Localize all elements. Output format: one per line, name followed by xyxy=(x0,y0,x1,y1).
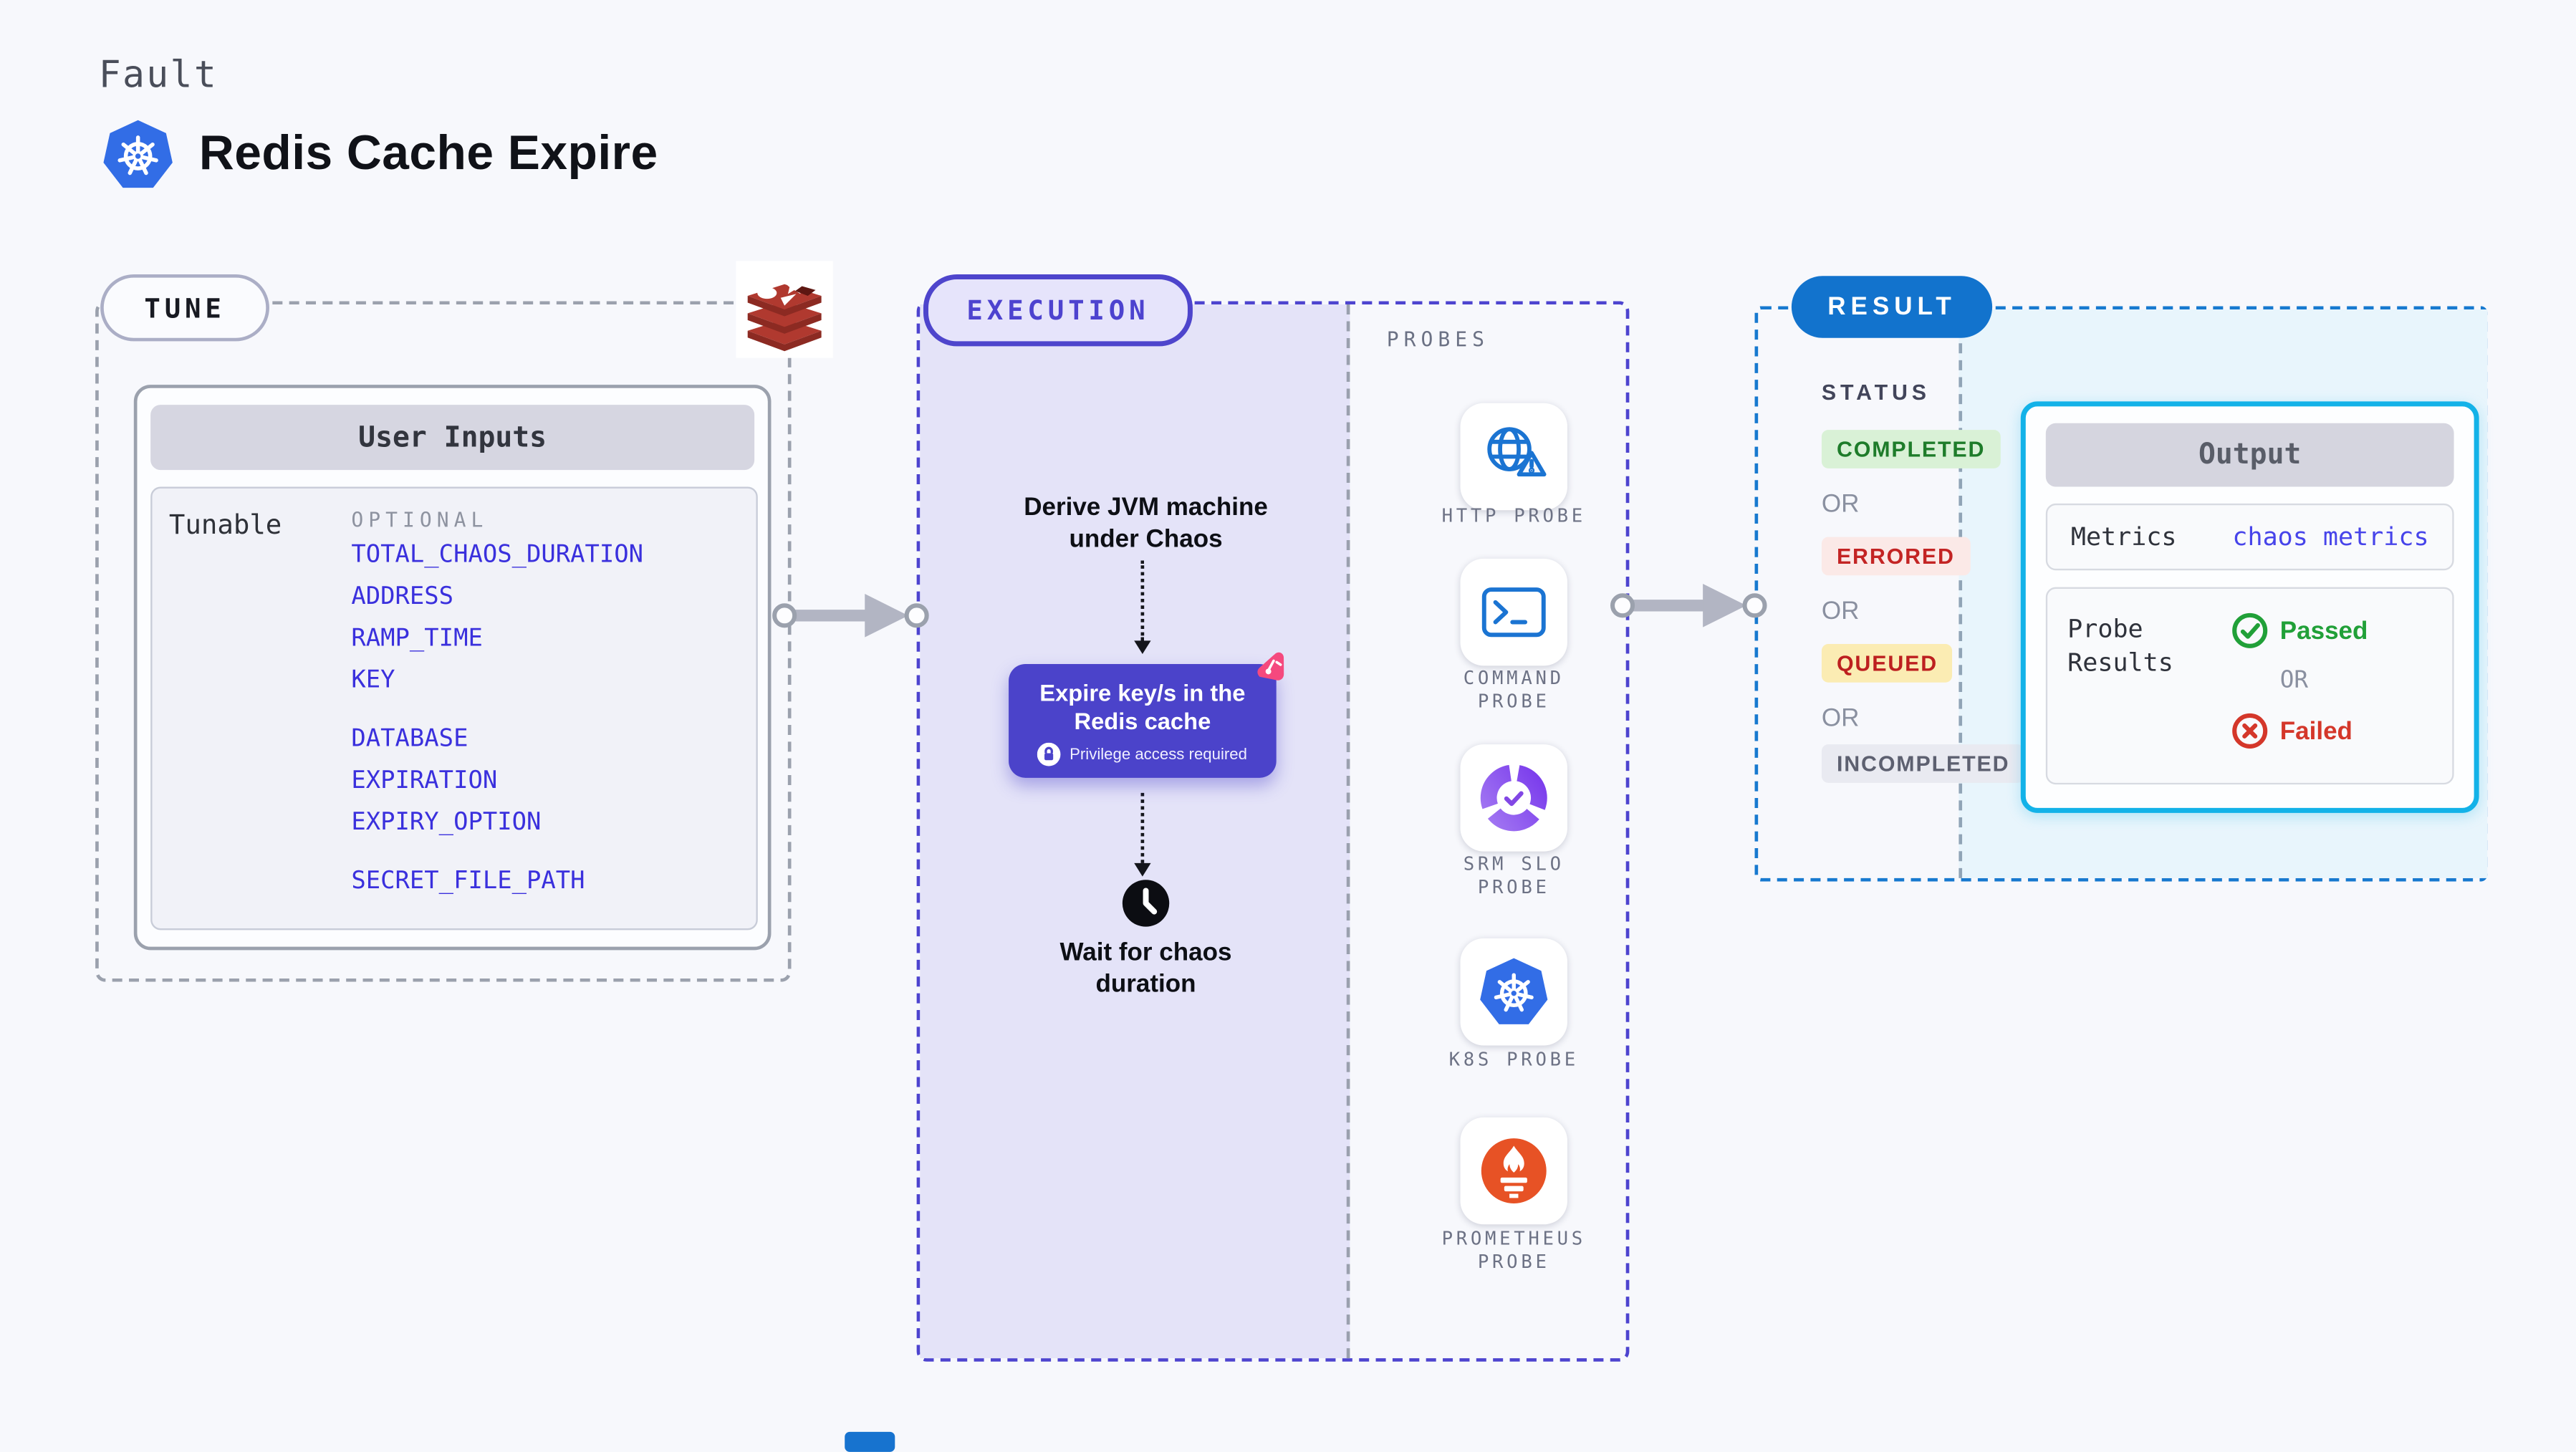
prometheus-probe-icon xyxy=(1481,1138,1547,1204)
tunable-label: Tunable xyxy=(168,508,282,541)
privilege-note: Privilege access required xyxy=(1009,742,1277,766)
param-link-expiry-option[interactable]: EXPIRY_OPTION xyxy=(351,809,542,837)
failed-label: Failed xyxy=(2279,716,2352,746)
output-card: Output Metrics chaos metrics Probe Resul… xyxy=(2020,401,2479,813)
flow-arrow-tune-to-execution xyxy=(772,593,929,638)
probe-label-k8s: K8S PROBE xyxy=(1448,1049,1579,1071)
lock-icon xyxy=(1037,742,1062,766)
metrics-value-link[interactable]: chaos metrics xyxy=(2232,521,2429,552)
param-list: TOTAL_CHAOS_DURATION ADDRESS RAMP_TIME K… xyxy=(351,542,643,910)
command-probe-icon xyxy=(1481,587,1546,638)
or-separator: OR xyxy=(1821,597,1860,626)
metrics-label: Metrics xyxy=(2070,521,2177,552)
execution-section: EXECUTION Derive JVM machine under Chaos… xyxy=(916,274,1630,1362)
execution-lavender-panel xyxy=(920,304,1350,1359)
param-link-address[interactable]: ADDRESS xyxy=(351,583,454,611)
page-title: Redis Cache Expire xyxy=(198,127,658,181)
status-badge-errored: ERRORED xyxy=(1821,537,1970,576)
probe-label-command: COMMAND PROBE xyxy=(1463,667,1565,713)
http-probe-icon xyxy=(1487,427,1547,477)
output-header: Output xyxy=(2045,423,2454,487)
cutoff-ui-fragment xyxy=(845,1431,895,1452)
result-pill: RESULT xyxy=(1791,276,1993,338)
probe-results-label: Probe Results xyxy=(2067,613,2173,678)
or-separator-output: OR xyxy=(2279,667,2309,695)
probe-tile-prometheus xyxy=(1460,1117,1567,1225)
passed-check-icon xyxy=(2232,612,2268,648)
redis-icon xyxy=(736,261,833,358)
result-section: RESULT STATUS COMPLETED OR ERRORED OR QU… xyxy=(1754,276,2488,882)
tune-pill: TUNE xyxy=(100,274,269,342)
passed-label: Passed xyxy=(2279,616,2368,645)
or-separator: OR xyxy=(1821,490,1860,519)
optional-label: OPTIONAL xyxy=(351,508,489,532)
param-link-total-chaos-duration[interactable]: TOTAL_CHAOS_DURATION xyxy=(351,542,644,569)
passed-result: Passed xyxy=(2231,612,2368,649)
chaos-action-card: Expire key/s in the Redis cache Privileg… xyxy=(1009,652,1284,778)
status-badge-queued: QUEUED xyxy=(1821,644,1953,683)
kubernetes-icon xyxy=(103,120,173,188)
probe-results-row: Probe Results Passed OR xyxy=(2045,587,2454,785)
probe-tile-command xyxy=(1460,558,1567,666)
dotted-connector-2 xyxy=(1134,792,1151,877)
or-separator: OR xyxy=(1821,704,1860,733)
metrics-row: Metrics chaos metrics xyxy=(2045,503,2454,571)
failed-result: Failed xyxy=(2231,713,2368,749)
probe-label-http: HTTP PROBE xyxy=(1441,505,1586,527)
user-inputs-card: User Inputs Tunable OPTIONAL TOTAL_CHAOS… xyxy=(133,385,772,951)
kicker-label: Fault xyxy=(98,55,218,97)
probe-label-srm-slo: SRM SLO PROBE xyxy=(1463,852,1565,898)
status-label: STATUS xyxy=(1821,380,1931,405)
status-badge-completed: COMPLETED xyxy=(1821,430,2001,468)
probe-tile-k8s xyxy=(1460,938,1567,1046)
probe-label-prometheus: PROMETHEUS PROBE xyxy=(1441,1227,1586,1274)
param-link-ramp-time[interactable]: RAMP_TIME xyxy=(351,625,483,653)
srm-slo-probe-icon xyxy=(1480,764,1547,832)
user-inputs-body: Tunable OPTIONAL TOTAL_CHAOS_DURATION AD… xyxy=(150,486,758,931)
dotted-connector-1 xyxy=(1134,560,1151,655)
status-badge-incompleted: INCOMPLETED xyxy=(1821,744,2025,783)
privilege-note-text: Privilege access required xyxy=(1070,745,1247,764)
execution-pill: EXECUTION xyxy=(923,274,1193,347)
param-link-secret-file-path[interactable]: SECRET_FILE_PATH xyxy=(351,867,585,895)
probes-label: PROBES xyxy=(1386,327,1490,352)
flow-arrow-execution-to-result xyxy=(1610,583,1767,628)
k8s-probe-icon xyxy=(1480,958,1548,1024)
litmus-chaos-icon xyxy=(1257,652,1284,681)
param-link-database[interactable]: DATABASE xyxy=(351,726,468,753)
tune-section: TUNE User Inputs Tunable OPTIONAL TOTAL_… xyxy=(95,274,792,982)
failed-x-icon xyxy=(2232,713,2268,749)
param-link-key[interactable]: KEY xyxy=(351,667,395,695)
clock-icon xyxy=(1122,880,1170,927)
user-inputs-header: User Inputs xyxy=(150,405,755,471)
derive-step-text: Derive JVM machine under Chaos xyxy=(1024,493,1268,554)
probe-tile-http xyxy=(1460,403,1567,511)
title-row: Redis Cache Expire xyxy=(102,119,658,191)
chaos-action-title: Expire key/s in the Redis cache xyxy=(1039,679,1246,735)
param-link-expiration[interactable]: EXPIRATION xyxy=(351,767,498,795)
wait-step-text: Wait for chaos duration xyxy=(1059,938,1232,999)
probe-tile-srm-slo xyxy=(1460,744,1567,852)
